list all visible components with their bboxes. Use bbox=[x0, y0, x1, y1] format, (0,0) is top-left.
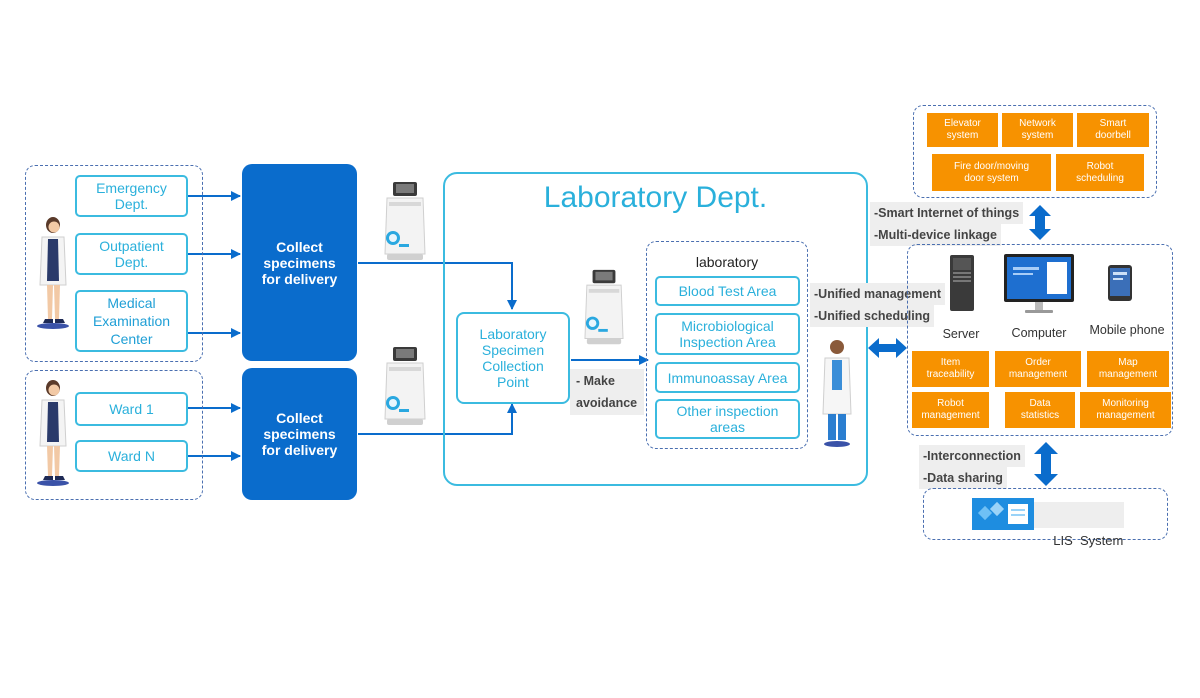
specimen-collection-point: Laboratory Specimen Collection Point bbox=[456, 312, 570, 404]
lis-system-logo-icon bbox=[972, 498, 1034, 530]
device-server-label: Server bbox=[942, 327, 980, 341]
multi-device-label: -Multi-device linkage bbox=[870, 224, 1001, 246]
function-robot-management: Robot management bbox=[912, 392, 989, 428]
delivery-robot-icon bbox=[384, 347, 426, 425]
collect-specimens-box-top: Collect specimens for delivery bbox=[242, 164, 357, 361]
lis-system-text: LIS System bbox=[1053, 533, 1124, 548]
source-outpatient-dept: Outpatient Dept. bbox=[75, 233, 188, 275]
double-arrow-lab-platform bbox=[868, 338, 907, 358]
make-avoidance-label: - Make avoidance bbox=[570, 369, 644, 415]
laboratory-dept-title: Laboratory Dept. bbox=[543, 181, 768, 214]
staff-figure-icon bbox=[822, 340, 852, 447]
iot-network-system: Network system bbox=[1002, 113, 1073, 147]
function-monitoring-management: Monitoring management bbox=[1080, 392, 1171, 428]
delivery-robot-icon bbox=[384, 182, 426, 260]
lab-area-immunoassay: Immunoassay Area bbox=[655, 362, 800, 393]
iot-smart-doorbell: Smart doorbell bbox=[1077, 113, 1149, 147]
lis-system-box bbox=[923, 488, 1168, 540]
source-emergency-dept: Emergency Dept. bbox=[75, 175, 188, 217]
source-ward-n: Ward N bbox=[75, 440, 188, 472]
interconnection-label: -Interconnection bbox=[919, 445, 1025, 467]
mobile-phone-icon bbox=[1108, 265, 1132, 301]
unified-management-label: -Unified management bbox=[810, 283, 946, 305]
lab-area-microbiological: Microbiological Inspection Area bbox=[655, 313, 800, 355]
lab-area-other: Other inspection areas bbox=[655, 399, 800, 439]
smart-iot-label: -Smart Internet of things bbox=[870, 202, 1024, 224]
function-data-statistics: Data statistics bbox=[1005, 392, 1075, 428]
arrow-collect-top bbox=[358, 262, 517, 310]
management-platform-box bbox=[907, 244, 1173, 436]
function-map-management: Map management bbox=[1087, 351, 1169, 387]
make-avoidance-text: - Make avoidance bbox=[576, 374, 638, 410]
laboratory-box bbox=[646, 241, 808, 449]
function-order-management: Order management bbox=[995, 351, 1081, 387]
laboratory-title: laboratory bbox=[695, 254, 759, 270]
doctor-figure-icon bbox=[37, 380, 69, 486]
iot-robot-scheduling: Robot scheduling bbox=[1056, 154, 1144, 191]
lis-system-label: LIS System bbox=[1034, 502, 1124, 548]
source-ward-1: Ward 1 bbox=[75, 392, 188, 426]
double-arrow-iot-platform bbox=[1029, 205, 1051, 240]
function-item-traceability: Item traceability bbox=[912, 351, 989, 387]
computer-monitor-icon bbox=[1004, 254, 1074, 313]
data-sharing-label: -Data sharing bbox=[919, 467, 1007, 489]
device-mobile-phone-label: Mobile phone bbox=[1089, 323, 1165, 337]
source-medical-examination-center: Medical Examination Center bbox=[75, 290, 188, 352]
iot-systems-box bbox=[913, 105, 1157, 198]
iot-fire-door-system: Fire door/moving door system bbox=[932, 154, 1051, 191]
arrow-collect-bottom bbox=[358, 403, 517, 435]
double-arrow-platform-lis bbox=[1034, 442, 1058, 486]
doctor-figure-icon bbox=[37, 217, 69, 329]
iot-elevator-system: Elevator system bbox=[927, 113, 998, 147]
laboratory-dept-container bbox=[443, 172, 868, 486]
device-computer-label: Computer bbox=[1011, 326, 1067, 340]
collect-specimens-box-bottom: Collect specimens for delivery bbox=[242, 368, 357, 500]
source-group-bottom bbox=[25, 370, 203, 500]
delivery-robot-icon bbox=[584, 269, 624, 345]
source-group-top bbox=[25, 165, 203, 362]
unified-scheduling-label: -Unified scheduling bbox=[810, 305, 934, 327]
lab-area-blood-test: Blood Test Area bbox=[655, 276, 800, 306]
server-icon bbox=[950, 255, 974, 311]
